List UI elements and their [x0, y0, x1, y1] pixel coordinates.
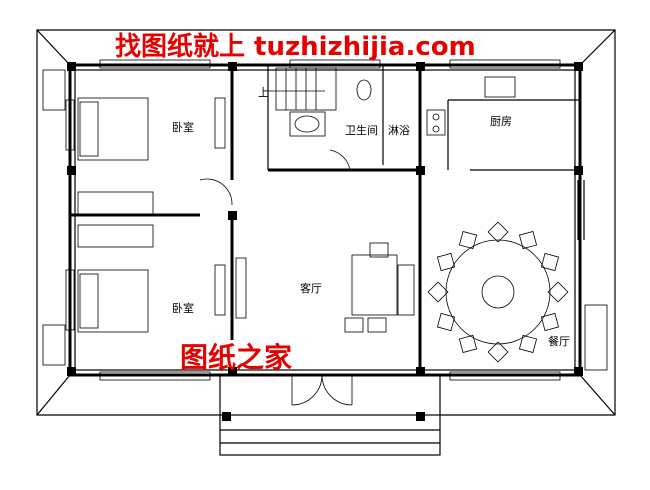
dining-table [427, 221, 569, 363]
room-label-dining-room: 餐厅 [548, 334, 570, 348]
dining-chair [487, 221, 509, 243]
room-label-bedroom-bottom: 卧室 [172, 301, 194, 315]
roof-outline [36, 29, 616, 416]
watermark-top: 找图纸就上 tuzhizhijia.com [115, 31, 476, 62]
dining-chair [487, 341, 509, 363]
dining-chair [436, 252, 456, 272]
room-label-shower: 淋浴 [388, 124, 410, 137]
room-label-bedroom-top: 卧室 [172, 120, 194, 134]
exterior-walls [68, 63, 582, 377]
dining-chair [518, 334, 538, 354]
porch [219, 414, 441, 456]
dining-chair [427, 281, 449, 303]
dining-chair [458, 334, 478, 354]
beds [77, 97, 247, 333]
room-label-kitchen: 厨房 [490, 115, 512, 128]
fixtures [199, 76, 516, 406]
dining-chair [436, 312, 456, 332]
sofa-set [344, 242, 415, 333]
dining-chair [458, 230, 478, 250]
dining-chair [518, 230, 538, 250]
stair-up-label: 上 [258, 86, 269, 99]
dining-chair [540, 252, 560, 272]
windows [42, 59, 608, 381]
staircase [268, 67, 337, 111]
interior-walls [70, 65, 585, 375]
dining-chair [547, 281, 569, 303]
room-label-living-room: 客厅 [300, 281, 322, 295]
columns [67, 62, 583, 421]
watermark-bottom: 图纸之家 [180, 341, 292, 374]
dining-chair [540, 312, 560, 332]
room-label-bathroom: 卫生间 [345, 123, 378, 137]
